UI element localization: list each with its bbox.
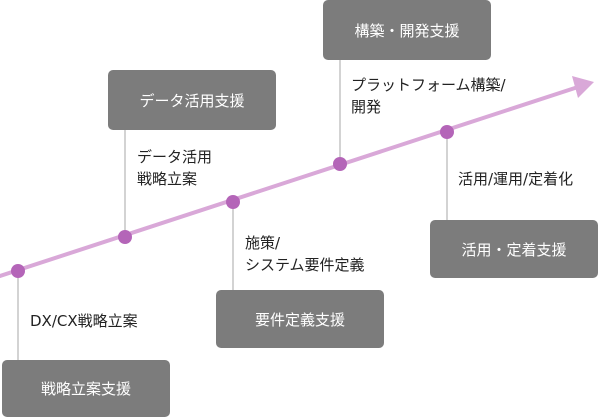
service-box-strategy: 戦略立案支援: [2, 360, 170, 417]
phase-label-line: プラットフォーム構築/: [351, 76, 506, 94]
service-box-development: 構築・開発支援: [323, 0, 491, 60]
phase-label-line: データ活用: [137, 148, 213, 166]
milestone-node-2: [118, 230, 132, 244]
milestone-node-1: [11, 264, 25, 278]
progress-arrow-head: [572, 76, 594, 98]
phase-label-line: 戦略立案: [137, 170, 198, 188]
milestone-node-4: [333, 157, 347, 171]
phase-label-line: 活用/運用/定着化: [458, 170, 574, 188]
milestone-node-3: [226, 195, 240, 209]
phase-label-line: システム要件定義: [245, 256, 365, 274]
phase-label-strategy: DX/CX戦略立案: [30, 310, 138, 332]
phase-label-adoption: 活用/運用/定着化: [458, 168, 573, 190]
service-box-requirements: 要件定義支援: [216, 290, 384, 348]
phase-label-platform: プラットフォーム構築/ 開発: [351, 74, 506, 118]
phase-label-line: 開発: [351, 98, 382, 116]
phase-label-data-strategy: データ活用 戦略立案: [137, 146, 212, 190]
phase-label-requirements: 施策/ システム要件定義: [245, 232, 365, 276]
milestone-node-5: [440, 125, 454, 139]
service-box-data-utilization: データ活用支援: [108, 70, 276, 130]
phase-label-line: DX/CX戦略立案: [30, 312, 138, 330]
progress-arrow-line: [0, 85, 580, 278]
service-box-adoption: 活用・定着支援: [430, 220, 598, 278]
phase-label-line: 施策/: [245, 234, 281, 252]
